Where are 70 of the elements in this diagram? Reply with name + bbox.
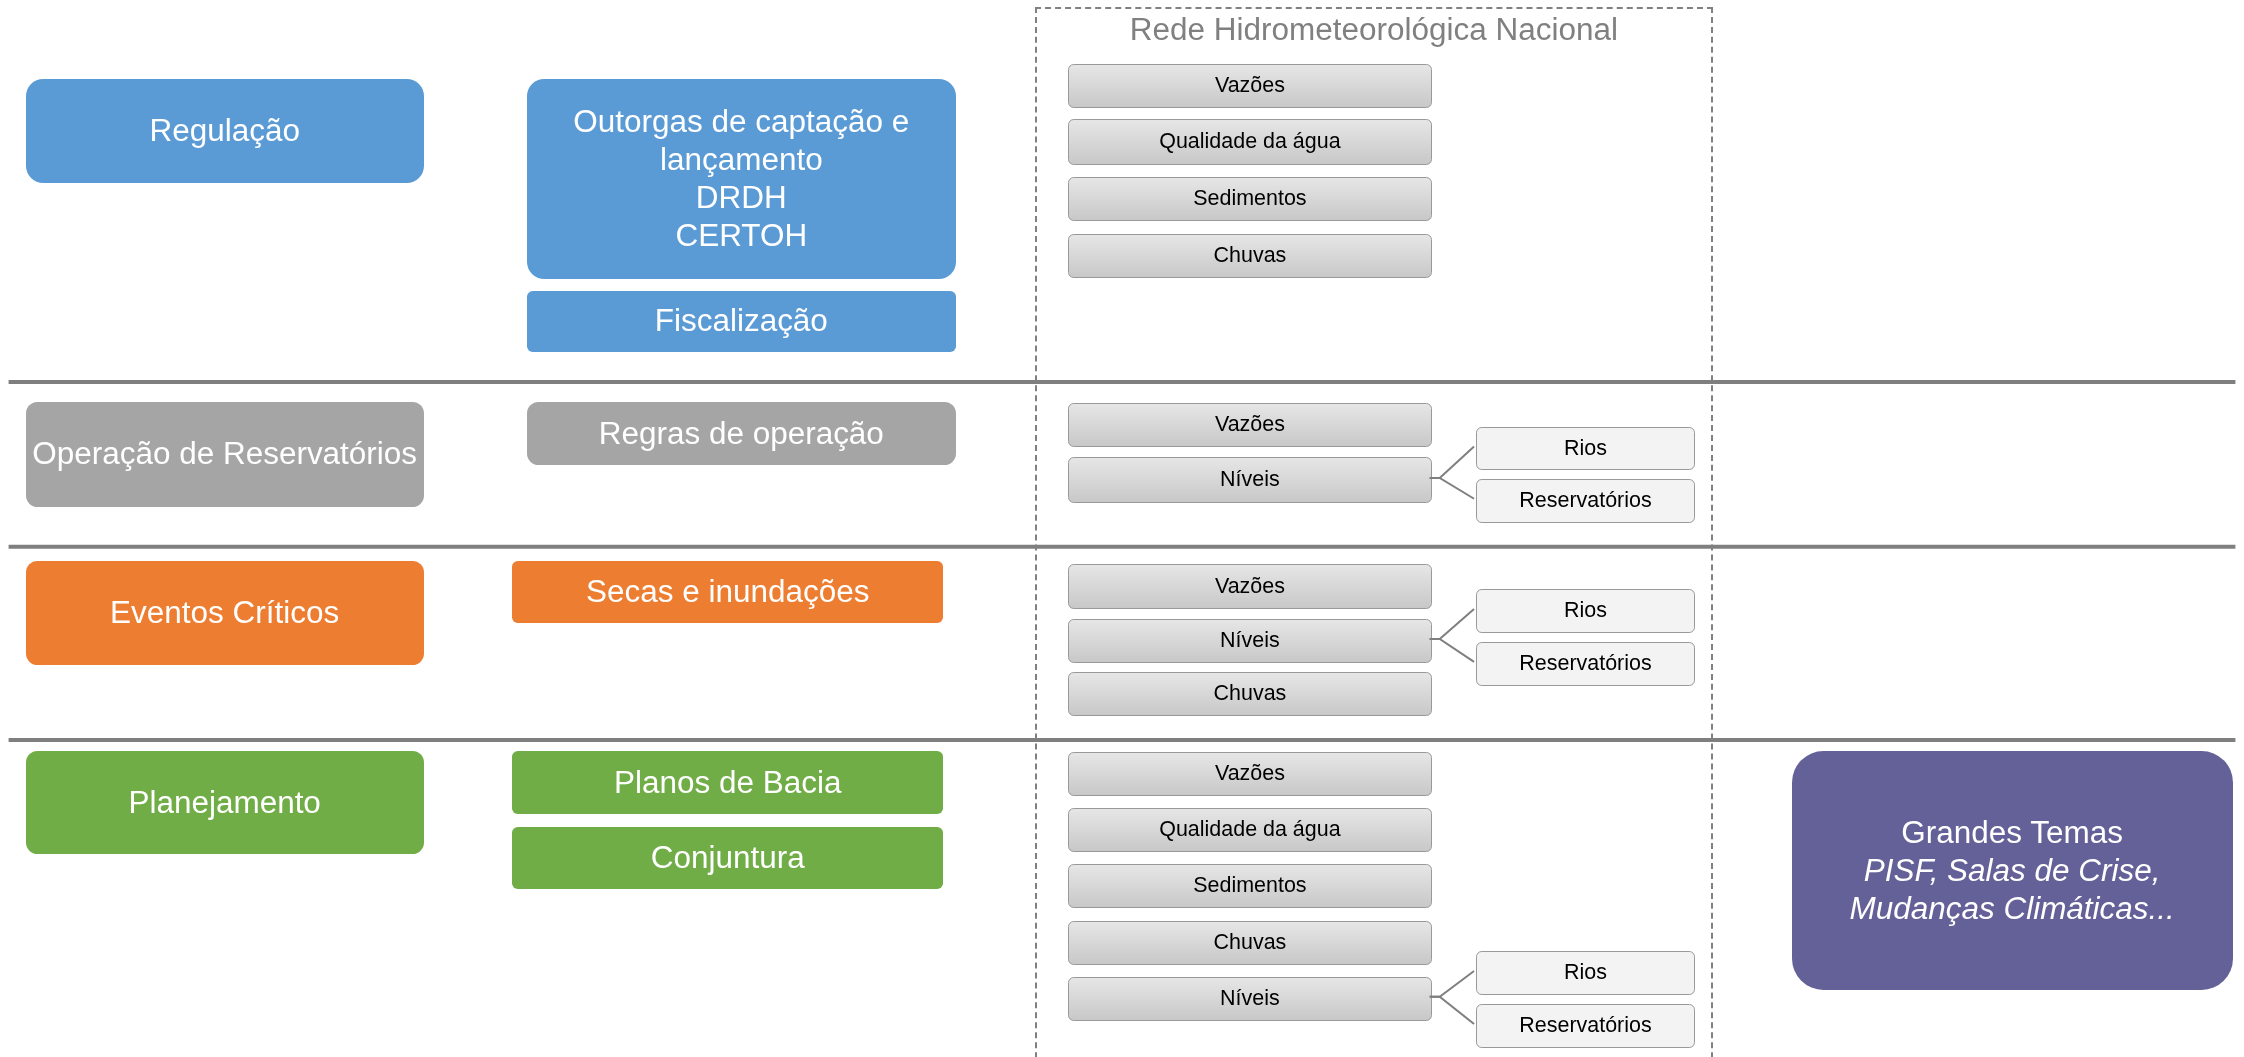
box-label: Níveis — [1220, 628, 1280, 654]
box-label: Planos de Bacia — [614, 763, 842, 802]
box-label: Conjuntura — [650, 839, 805, 877]
data-box — [1068, 976, 1432, 1021]
box-label: Níveis — [1220, 467, 1280, 493]
box-label: Rios — [1564, 598, 1607, 624]
box-label: Rios — [1564, 960, 1607, 986]
box-label: Qualidade da água — [1159, 817, 1341, 843]
box-label: Chuvas — [1213, 243, 1287, 269]
sub-box — [1476, 1003, 1695, 1049]
connector-line — [1428, 477, 1476, 500]
box-label: Vazões — [1214, 761, 1285, 787]
box-label: Sedimentos — [1193, 872, 1307, 899]
box-label: Operação de Reservatórios — [32, 435, 418, 474]
box-label: Regras de operação — [598, 414, 884, 453]
data-box — [1068, 863, 1432, 908]
box-label: Vazões — [1214, 72, 1285, 99]
data-box — [1068, 233, 1432, 279]
data-box — [1068, 671, 1432, 717]
box-label: Vazões — [1214, 412, 1285, 438]
box-label: Níveis — [1220, 985, 1280, 1012]
data-box — [1068, 807, 1432, 853]
data-box — [1068, 402, 1432, 448]
category-box — [25, 78, 424, 184]
box-label: Chuvas — [1213, 930, 1287, 956]
process-box — [512, 751, 944, 815]
theme-box — [1791, 751, 2233, 991]
box-label: Fiscalização — [654, 302, 828, 341]
box-label: Reservatórios — [1519, 487, 1652, 514]
box-label: Sedimentos — [1193, 185, 1307, 212]
box-label: Reservatórios — [1519, 1013, 1652, 1039]
box-label: Planejamento — [128, 783, 321, 822]
data-box — [1068, 751, 1432, 797]
category-box — [526, 402, 956, 466]
box-label: Vazões — [1214, 573, 1285, 600]
sub-box — [1476, 641, 1695, 687]
category-box — [25, 751, 424, 855]
box-label: Reservatórios — [1519, 651, 1652, 677]
data-box — [1068, 564, 1432, 609]
theme-title: Grandes Temas — [1901, 814, 2123, 852]
box-label: CERTOH — [675, 216, 808, 255]
box-label: Chuvas — [1213, 681, 1287, 707]
category-box — [25, 402, 424, 507]
box-label: Rios — [1564, 435, 1607, 462]
data-box — [1068, 457, 1432, 503]
data-box — [1068, 119, 1432, 166]
network-group — [1034, 7, 1714, 1057]
connector-line — [1428, 995, 1476, 1025]
box-label: DRDH — [695, 178, 787, 217]
data-box — [1068, 176, 1432, 221]
group-title: Rede Hidrometeorológica Nacional — [1129, 10, 1618, 49]
sub-box — [1476, 478, 1695, 523]
theme-examples: PISF, Salas de Crise, Mudanças Climáticas... — [1848, 851, 2176, 928]
box-label: Outorgas de captação e lançamento — [572, 103, 911, 179]
box-label: Qualidade da água — [1159, 129, 1341, 156]
data-box — [1068, 63, 1432, 108]
category-box — [25, 561, 424, 666]
box-label: Eventos Críticos — [110, 594, 340, 633]
process-box — [526, 290, 956, 353]
sub-box — [1476, 950, 1695, 996]
sub-box — [1476, 588, 1695, 634]
process-box — [512, 561, 944, 623]
data-box — [1068, 920, 1432, 966]
process-box — [512, 827, 944, 889]
category-box — [526, 78, 956, 280]
box-label: Regulação — [149, 112, 300, 150]
sub-box — [1476, 427, 1695, 470]
connector-line — [1428, 638, 1476, 663]
box-label: Secas e inundações — [586, 572, 870, 611]
data-box — [1068, 618, 1432, 664]
